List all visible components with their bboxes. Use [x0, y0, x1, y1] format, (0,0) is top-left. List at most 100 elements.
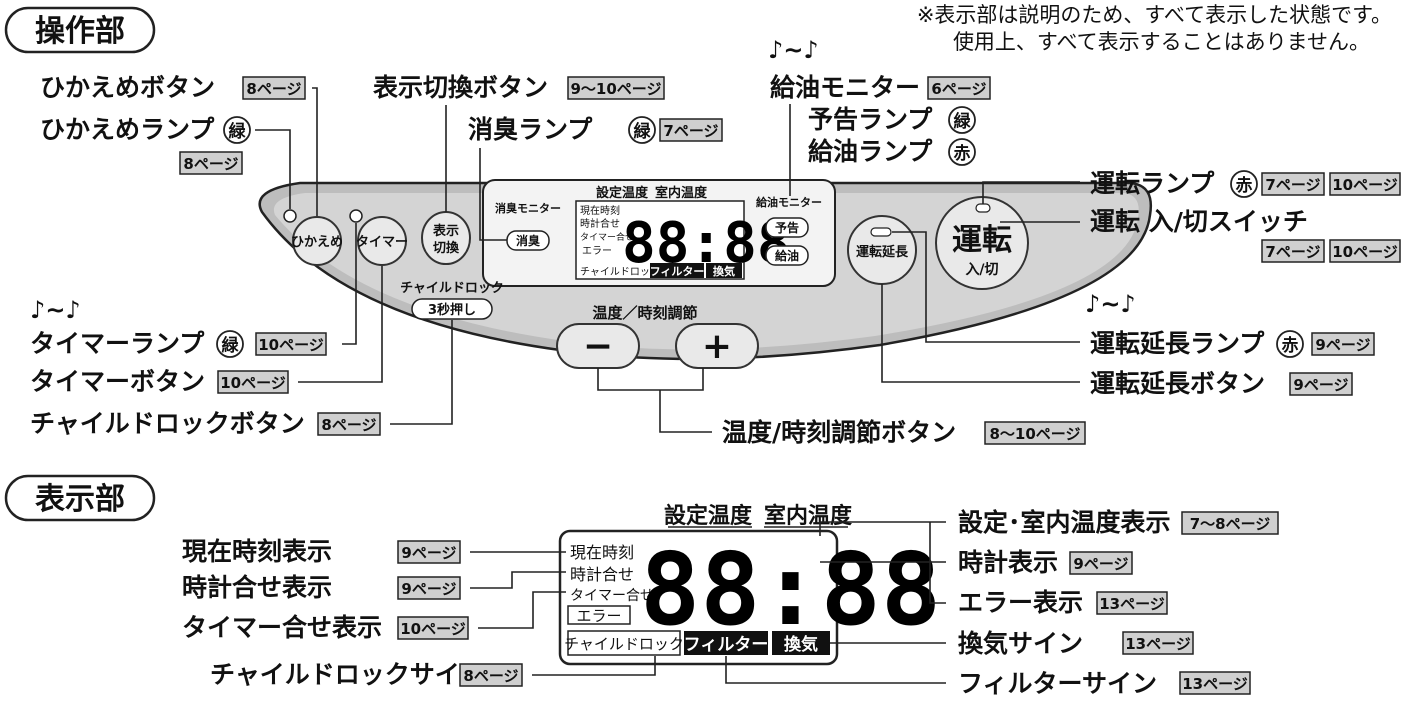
label-hikaeme-lamp: ひかえめランプ [40, 115, 215, 144]
svg-text:表示: 表示 [432, 223, 459, 239]
page-ref-timer-button: 10ページ [217, 370, 289, 394]
lcd-current-time-label: 現在時刻 [570, 543, 634, 562]
plus-button[interactable]: + [675, 323, 759, 369]
svg-text:緑: 緑 [229, 121, 247, 142]
panel-lcd-current-time: 現在時刻 [580, 204, 620, 217]
label-run-lamp: 運転ランプ [1090, 169, 1215, 198]
lcd-digits: 88:88 [640, 531, 941, 648]
svg-text:7ページ: 7ページ [1265, 243, 1320, 261]
lcd-timer-set-label: タイマー合せ [570, 588, 654, 604]
label-extend-button: 運転延長ボタン [1090, 369, 1265, 398]
deodor-indicator: 消臭 [506, 230, 550, 251]
svg-text:10ページ: 10ページ [1332, 176, 1398, 194]
svg-text:−: − [583, 326, 613, 367]
svg-text:9ページ: 9ページ [401, 580, 456, 598]
svg-text:9ページ: 9ページ [1073, 555, 1128, 573]
label-vent-sign: 換気サイン [958, 629, 1083, 658]
lcd-clock-set-label: 時計合せ [570, 565, 634, 584]
panel-deodor-monitor: 消臭モニター [495, 201, 561, 215]
svg-text:緑: 緑 [634, 121, 652, 142]
notice-indicator: 予告 [765, 217, 809, 238]
lcd-header-set-temp: 設定温度 [664, 503, 753, 529]
press-3s-label: 3秒押し [411, 298, 493, 320]
note-line-1: ※表示部は説明のため、すべて表示した状態です。 [917, 3, 1392, 27]
run-switch[interactable]: 運転 入/切 [935, 196, 1029, 290]
svg-text:13ページ: 13ページ [1099, 595, 1165, 613]
page-ref-extend-button: 9ページ [1289, 372, 1353, 396]
svg-text:8ページ: 8ページ [246, 80, 301, 98]
music-mark-extend: ♪~♪ [1085, 290, 1136, 318]
label-refuel-lamp: 給油ランプ [808, 137, 933, 166]
lcd-error-label: エラー [576, 607, 621, 625]
panel-lcd-timer-set: タイマー合せ [580, 231, 634, 243]
child-lock-panel-label: チャイルドロック [400, 281, 504, 296]
svg-text:赤: 赤 [1282, 335, 1299, 356]
timer-lamp [349, 209, 363, 223]
svg-text:10ページ: 10ページ [258, 336, 324, 354]
label-child-lock-button: チャイルドロックボタン [30, 409, 305, 438]
operation-section-title: 操作部 [4, 6, 156, 54]
page-ref-current-time: 9ページ [397, 540, 461, 564]
green-badge-timer: 緑 [216, 330, 244, 358]
svg-text:消臭: 消臭 [516, 233, 540, 248]
label-timer-lamp: タイマーランプ [30, 329, 205, 358]
label-run-switch: 運転 入/切スイッチ [1090, 207, 1308, 236]
page-ref-refuel-monitor: 6ページ [927, 76, 991, 100]
page-ref-vent-sign: 13ページ [1122, 631, 1194, 655]
run-lamp [975, 203, 991, 213]
red-badge-extend: 赤 [1276, 330, 1304, 358]
svg-text:8ページ: 8ページ [321, 416, 376, 434]
panel-lcd-child-lock: チャイルドロック [580, 266, 660, 278]
page-ref-display-switch: 9～10ページ [567, 76, 665, 100]
timer-button[interactable]: タイマー [356, 216, 408, 266]
extend-lamp [870, 227, 892, 237]
page-ref-deodor: 7ページ [659, 118, 723, 142]
label-current-time-display: 現在時刻表示 [182, 537, 332, 566]
svg-text:切換: 切換 [433, 240, 460, 256]
refuel-indicator: 給油 [765, 245, 809, 266]
panel-set-temp-label: 設定温度 [596, 185, 649, 201]
minus-button[interactable]: − [556, 323, 640, 369]
svg-text:9～10ページ: 9～10ページ [570, 80, 661, 98]
temp-time-adjust-label: 温度／時刻調節 [592, 304, 697, 322]
page-ref-temp-display: 7～8ページ [1181, 511, 1279, 535]
svg-text:7ページ: 7ページ [663, 122, 718, 140]
label-error-display: エラー表示 [958, 588, 1083, 617]
page-ref-hikaeme-button: 8ページ [242, 76, 306, 100]
svg-text:13ページ: 13ページ [1125, 635, 1191, 653]
svg-text:表示部: 表示部 [35, 482, 125, 517]
page-ref-run-switch-7: 7ページ [1261, 239, 1325, 263]
display-section-title: 表示部 [4, 474, 156, 522]
label-display-switch-button: 表示切換ボタン [373, 73, 548, 102]
label-timer-set-display: タイマー合せ表示 [182, 613, 382, 642]
svg-text:緑: 緑 [954, 111, 972, 132]
svg-text:10ページ: 10ページ [220, 374, 286, 392]
svg-text:運転延長: 運転延長 [856, 244, 909, 260]
svg-text:タイマー: タイマー [356, 235, 408, 250]
svg-text:8～10ページ: 8～10ページ [989, 425, 1080, 443]
extend-button[interactable]: 運転延長 [847, 215, 917, 285]
label-filter-sign: フィルターサイン [958, 669, 1157, 698]
label-child-lock-sign: チャイルドロックサイン [210, 660, 485, 689]
svg-text:入/切: 入/切 [965, 262, 998, 278]
page-ref-child-lock-button: 8ページ [317, 412, 381, 436]
hikaeme-lamp [283, 209, 297, 223]
red-badge-run: 赤 [1230, 170, 1258, 198]
svg-text:7～8ページ: 7～8ページ [1190, 515, 1271, 533]
svg-text:ひかえめ: ひかえめ [291, 235, 343, 250]
page-ref-clock-display: 9ページ [1069, 551, 1133, 575]
svg-text:運転: 運転 [952, 223, 1012, 258]
svg-text:10ページ: 10ページ [1332, 243, 1398, 261]
panel-lcd-error: エラー [582, 245, 612, 257]
page-ref-timer-set: 10ページ [397, 616, 469, 640]
hikaeme-button[interactable]: ひかえめ [291, 216, 343, 266]
svg-text:予告: 予告 [775, 220, 799, 235]
panel-lcd-filter: フィルター [650, 265, 705, 278]
page-ref-run-lamp-7: 7ページ [1261, 172, 1325, 196]
red-badge-refuel: 赤 [948, 138, 976, 166]
svg-text:緑: 緑 [222, 335, 240, 356]
music-mark-refuel: ♪~♪ [768, 36, 819, 64]
lcd-display-large: 現在時刻 時計合せ タイマー合せ エラー 88:88 チャイルドロック フィルタ… [558, 529, 941, 666]
green-badge-hikaeme: 緑 [223, 116, 251, 144]
display-switch-button[interactable]: 表示 切換 [421, 211, 471, 265]
